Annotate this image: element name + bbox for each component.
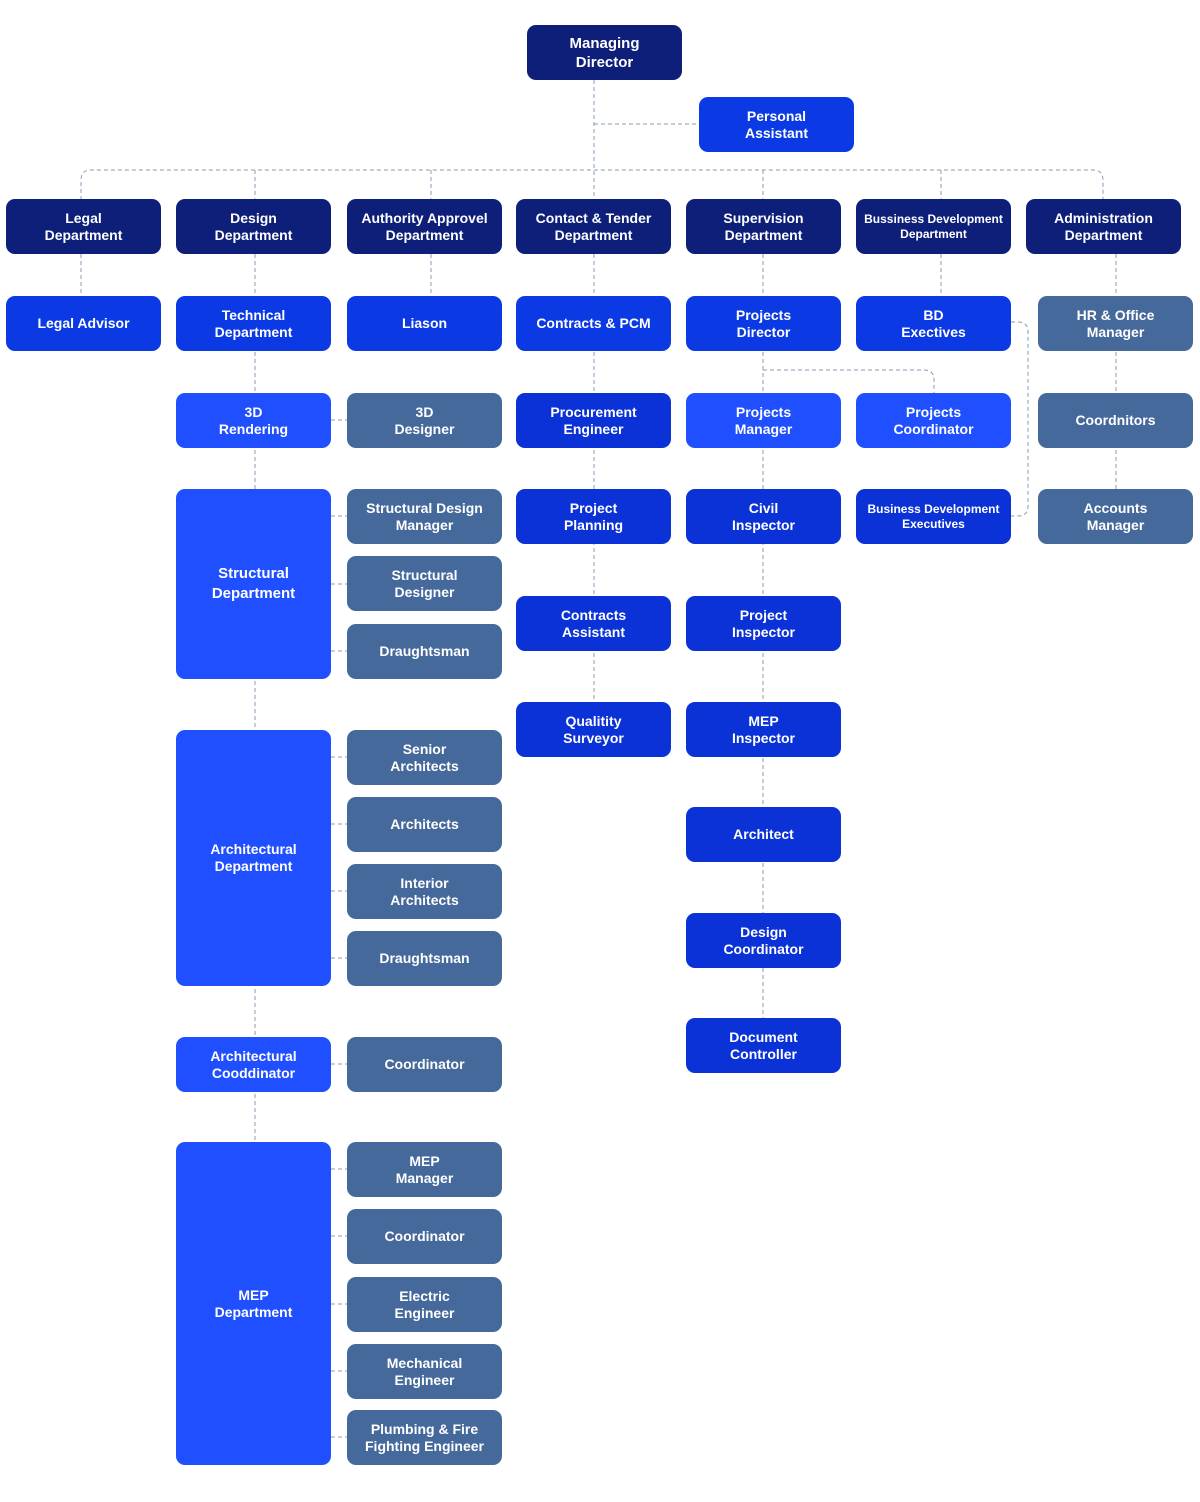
node-architectural-department[interactable]: Architectural Department — [176, 730, 331, 986]
node-architects[interactable]: Architects — [347, 797, 502, 852]
node-accounts-manager[interactable]: Accounts Manager — [1038, 489, 1193, 544]
node-coordinator-arch[interactable]: Coordinator — [347, 1037, 502, 1092]
node-mep-department[interactable]: MEP Department — [176, 1142, 331, 1465]
node-draughtsman-structural[interactable]: Draughtsman — [347, 624, 502, 679]
node-mep-inspector[interactable]: MEP Inspector — [686, 702, 841, 757]
node-design-coordinator[interactable]: Design Coordinator — [686, 913, 841, 968]
node-coordnitors[interactable]: Coordnitors — [1038, 393, 1193, 448]
node-architectural-cooddinator[interactable]: Architectural Cooddinator — [176, 1037, 331, 1092]
node-contact-tender-department[interactable]: Contact & Tender Department — [516, 199, 671, 254]
node-3d-rendering[interactable]: 3D Rendering — [176, 393, 331, 448]
node-qualitity-surveyor[interactable]: Qualitity Surveyor — [516, 702, 671, 757]
node-structural-design-manager[interactable]: Structural Design Manager — [347, 489, 502, 544]
node-structural-department[interactable]: Structural Department — [176, 489, 331, 679]
node-administration-department[interactable]: Administration Department — [1026, 199, 1181, 254]
node-project-planning[interactable]: Project Planning — [516, 489, 671, 544]
node-contracts-assistant[interactable]: Contracts Assistant — [516, 596, 671, 651]
node-legal-department[interactable]: Legal Department — [6, 199, 161, 254]
node-projects-coordinator[interactable]: Projects Coordinator — [856, 393, 1011, 448]
node-senior-architects[interactable]: Senior Architects — [347, 730, 502, 785]
node-managing-director[interactable]: Managing Director — [527, 25, 682, 80]
node-hr-office-manager[interactable]: HR & Office Manager — [1038, 296, 1193, 351]
node-mep-manager[interactable]: MEP Manager — [347, 1142, 502, 1197]
node-civil-inspector[interactable]: Civil Inspector — [686, 489, 841, 544]
node-projects-manager[interactable]: Projects Manager — [686, 393, 841, 448]
node-draughtsman-architectural[interactable]: Draughtsman — [347, 931, 502, 986]
node-projects-director[interactable]: Projects Director — [686, 296, 841, 351]
node-electric-engineer[interactable]: Electric Engineer — [347, 1277, 502, 1332]
node-document-controller[interactable]: Document Controller — [686, 1018, 841, 1073]
node-plumbing-fire-engineer[interactable]: Plumbing & Fire Fighting Engineer — [347, 1410, 502, 1465]
node-business-development-executives[interactable]: Business Development Executives — [856, 489, 1011, 544]
node-mechanical-engineer[interactable]: Mechanical Engineer — [347, 1344, 502, 1399]
node-contracts-pcm[interactable]: Contracts & PCM — [516, 296, 671, 351]
node-design-department[interactable]: Design Department — [176, 199, 331, 254]
node-procurement-engineer[interactable]: Procurement Engineer — [516, 393, 671, 448]
node-business-development-department[interactable]: Bussiness Development Department — [856, 199, 1011, 254]
node-personal-assistant[interactable]: Personal Assistant — [699, 97, 854, 152]
connector-pd-coordinator — [763, 369, 935, 393]
connector-top-bus — [80, 169, 1104, 200]
node-supervision-department[interactable]: Supervision Department — [686, 199, 841, 254]
node-authority-approval-department[interactable]: Authority Approvel Department — [347, 199, 502, 254]
node-3d-designer[interactable]: 3D Designer — [347, 393, 502, 448]
node-interior-architects[interactable]: Interior Architects — [347, 864, 502, 919]
node-architect[interactable]: Architect — [686, 807, 841, 862]
connector-bd-executives — [1011, 321, 1029, 517]
node-structural-designer[interactable]: Structural Designer — [347, 556, 502, 611]
node-legal-advisor[interactable]: Legal Advisor — [6, 296, 161, 351]
node-technical-department[interactable]: Technical Department — [176, 296, 331, 351]
node-project-inspector[interactable]: Project Inspector — [686, 596, 841, 651]
node-liason[interactable]: Liason — [347, 296, 502, 351]
node-bd-exectives[interactable]: BD Exectives — [856, 296, 1011, 351]
node-coordinator-mep[interactable]: Coordinator — [347, 1209, 502, 1264]
